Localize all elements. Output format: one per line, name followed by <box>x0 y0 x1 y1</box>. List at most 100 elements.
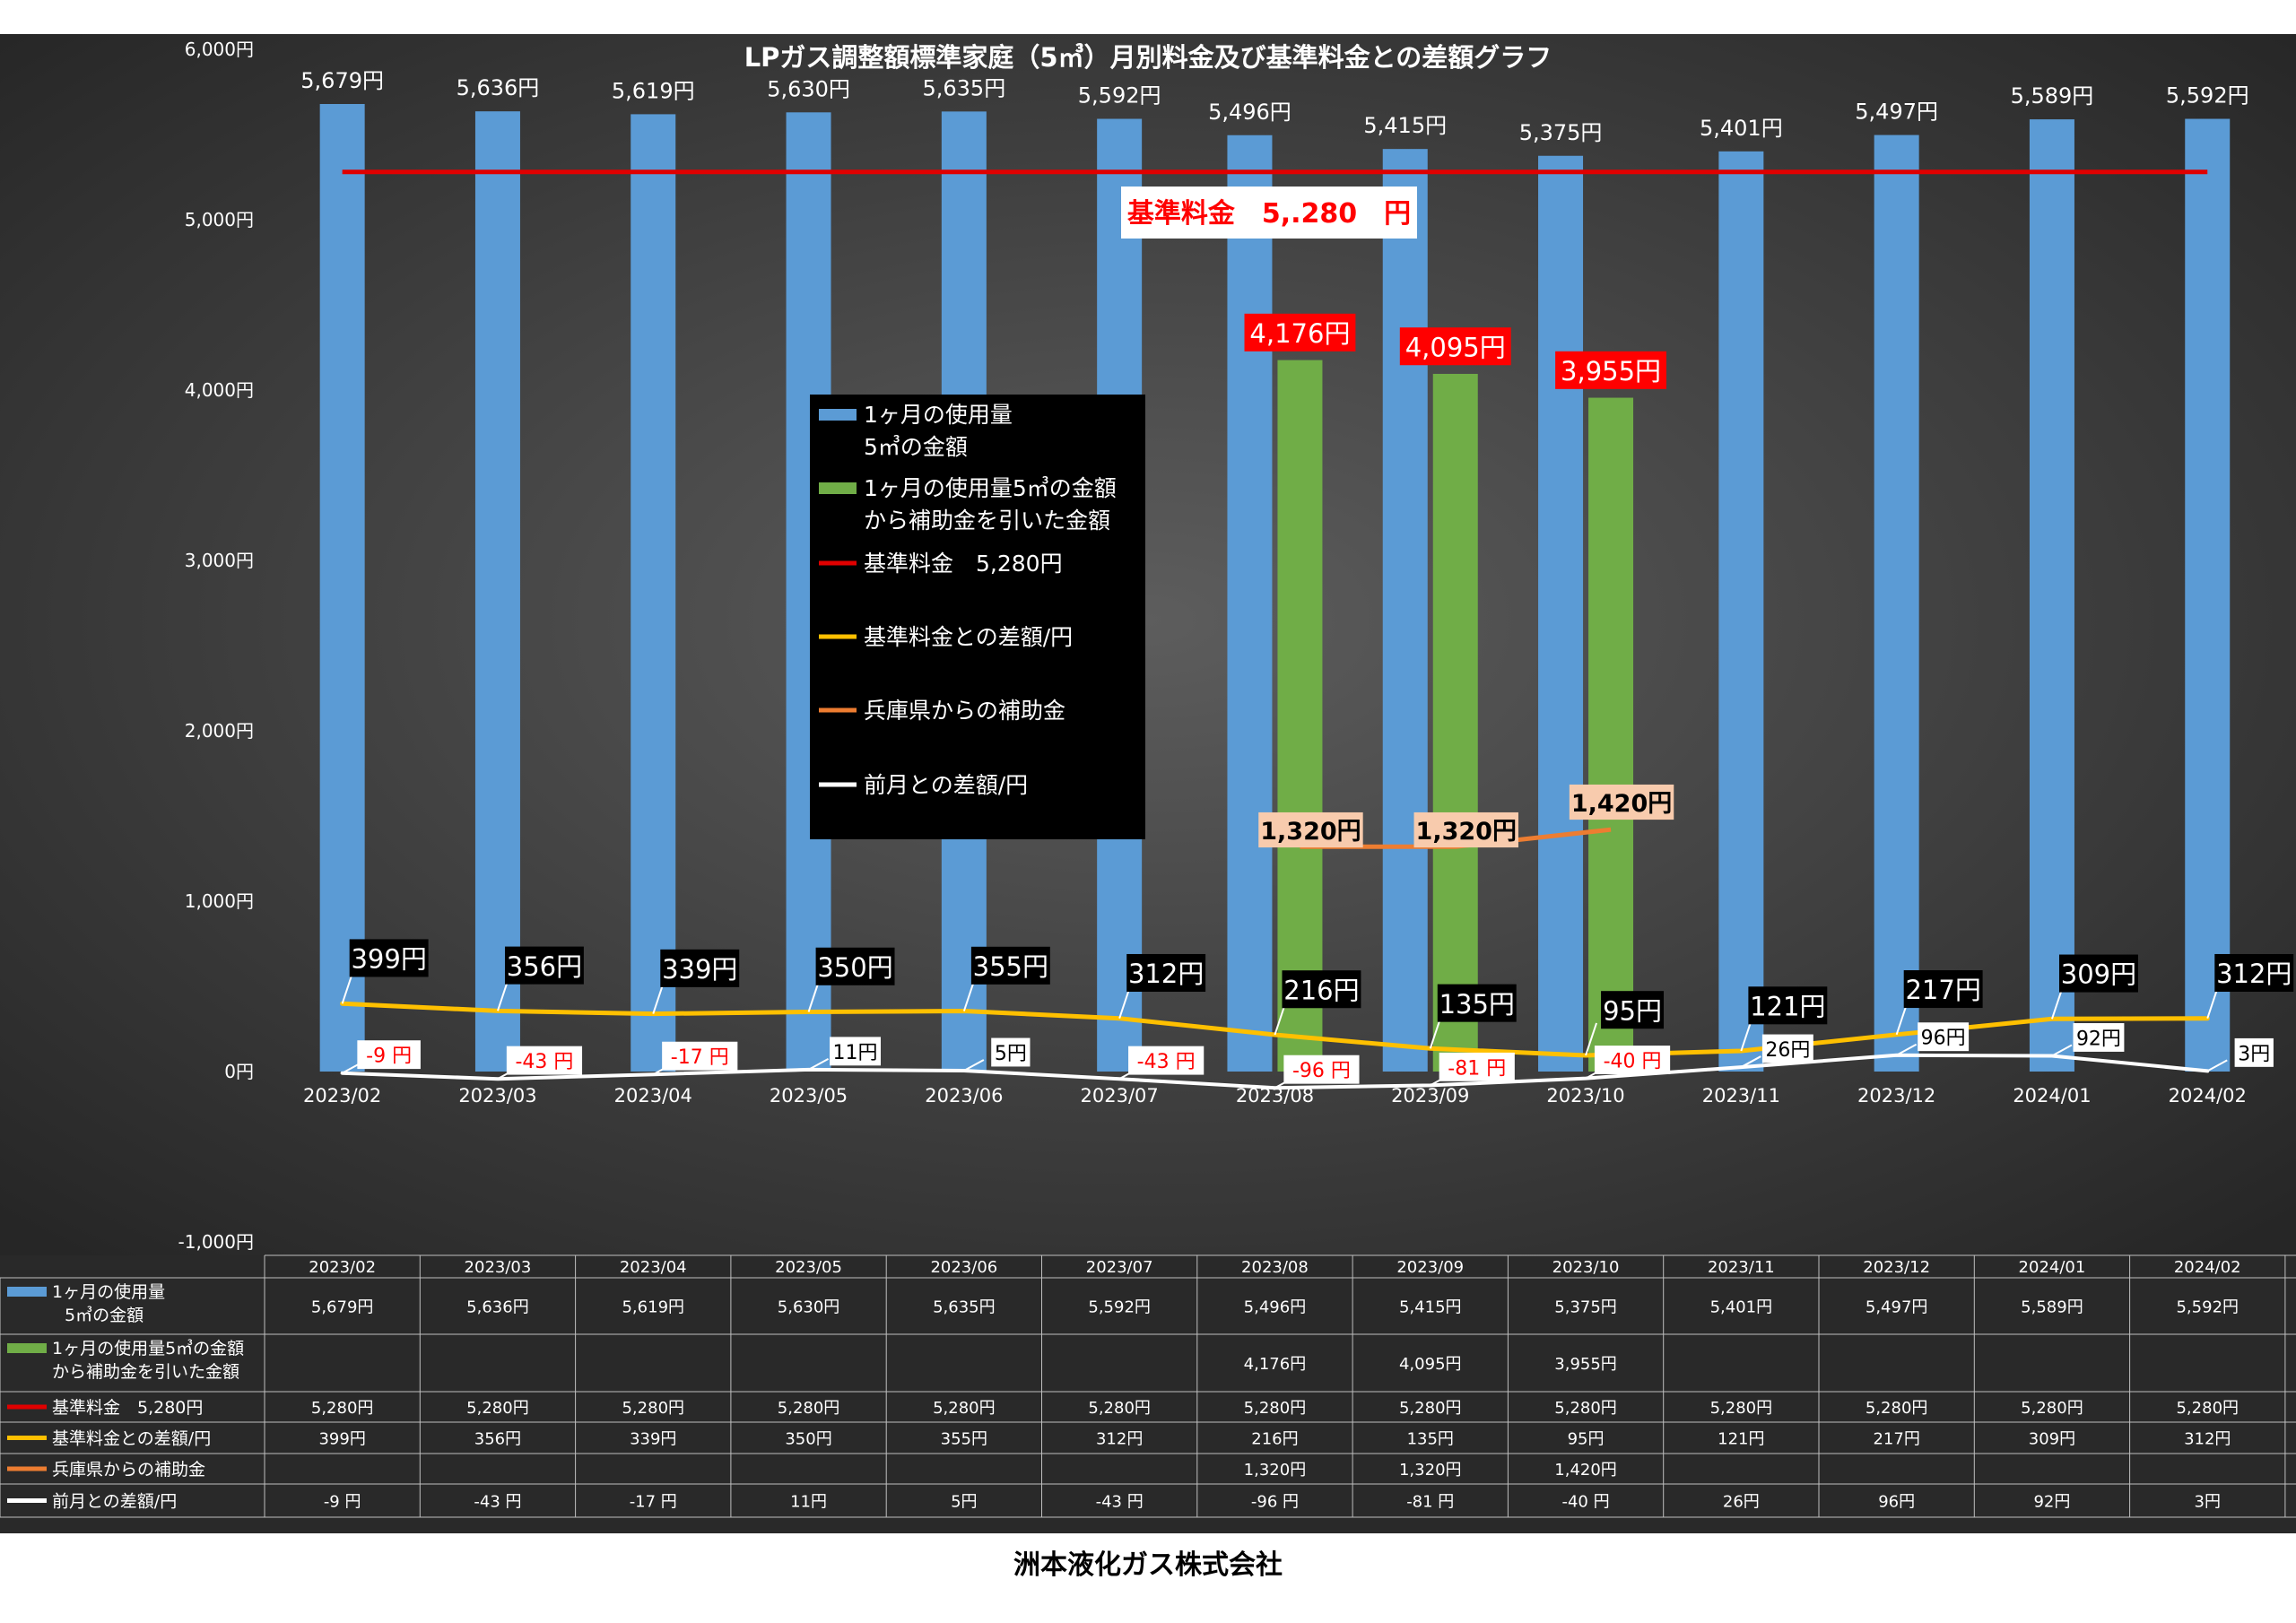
table-header-cell: 2023/04 <box>620 1258 687 1277</box>
table-cell: 26円 <box>1723 1493 1760 1512</box>
label-subsidy-group: 1,420円 <box>1569 784 1674 820</box>
label-diff-prev-bg <box>357 1040 421 1070</box>
bar-usage <box>1874 135 1919 1072</box>
label-diff-prev-group: -81 円 <box>1439 1052 1515 1081</box>
label-diff-base-group: 312円 <box>1126 953 1206 993</box>
table-cell: 399円 <box>318 1430 365 1449</box>
table-cell: 5,635円 <box>933 1298 996 1317</box>
table-header-cell: 2023/09 <box>1396 1258 1464 1277</box>
x-tick-label: 2023/10 <box>1546 1085 1624 1107</box>
table-row-label: 基準料金 5,280円 <box>52 1398 203 1418</box>
label-diff-prev-group: 3円 <box>2234 1037 2274 1067</box>
legend-label-after_subsidy: 1ヶ月の使用量5㎥の金額から補助金を引いた金額 <box>864 475 1117 534</box>
table-cell: 217円 <box>1873 1430 1919 1449</box>
table-header-cell: 2024/01 <box>2019 1258 2086 1277</box>
table-header-cell: 2023/12 <box>1863 1258 1930 1277</box>
label-diff-base-bg <box>1437 984 1517 1022</box>
table-cell: 5円 <box>951 1493 977 1512</box>
y-tick-label: 6,000円 <box>185 39 254 60</box>
label-diff-base-bg <box>1282 970 1361 1009</box>
label-diff-base-group: 350円 <box>815 947 895 985</box>
legend-swatch-after_subsidy <box>819 482 857 494</box>
table-cell: 5,280円 <box>622 1399 684 1418</box>
y-tick-label: 2,000円 <box>185 720 254 742</box>
table-cell: 5,630円 <box>778 1298 840 1317</box>
table-cell: 121円 <box>1718 1430 1764 1449</box>
x-tick-label: 2023/02 <box>303 1085 381 1107</box>
label-usage: 5,401円 <box>1700 116 1783 141</box>
label-diff-prev-bg <box>1283 1055 1360 1084</box>
table-cell: 3,955円 <box>1554 1355 1617 1374</box>
label-diff-base-bg <box>1126 953 1206 993</box>
table-cell: 355円 <box>941 1430 987 1449</box>
label-diff-prev-bg <box>1128 1046 1205 1075</box>
label-diff-prev-bg <box>1761 1034 1813 1063</box>
label-diff-prev: 5円 <box>995 1043 1027 1065</box>
table-header-cell: 2023/02 <box>309 1258 376 1277</box>
label-diff-prev: -43 円 <box>1137 1051 1196 1073</box>
label-diff-base-group: 355円 <box>970 946 1050 985</box>
label-diff-prev-group: -43 円 <box>506 1046 583 1075</box>
label-after-subsidy: 4,176円 <box>1249 318 1350 349</box>
table-cell: 5,280円 <box>1088 1399 1151 1418</box>
chart-title: LPガス調整額標準家庭（5㎥）月別料金及び基準料金との差額グラフ <box>744 42 1552 73</box>
label-diff-base: 312円 <box>2216 959 2292 989</box>
table-cell: 5,375円 <box>1554 1298 1617 1317</box>
label-diff-prev-group: -43 円 <box>1128 1046 1205 1075</box>
label-diff-prev-group: -96 円 <box>1283 1055 1360 1084</box>
label-diff-base-bg <box>815 947 895 985</box>
label-diff-prev-group: 96円 <box>1918 1022 1970 1052</box>
table-cell: 5,280円 <box>1554 1399 1617 1418</box>
x-tick-label: 2023/03 <box>458 1085 536 1107</box>
label-diff-base-bg <box>349 939 429 977</box>
label-usage: 5,592円 <box>1078 83 1161 108</box>
table-cell: 1,320円 <box>1244 1461 1307 1480</box>
label-diff-prev-group: 26円 <box>1761 1034 1813 1063</box>
table-header-cell: 2023/03 <box>465 1258 532 1277</box>
label-subsidy-bg <box>1569 784 1674 820</box>
table-cell: 5,280円 <box>1399 1399 1462 1418</box>
table-cell: 4,176円 <box>1244 1355 1307 1374</box>
label-usage: 5,679円 <box>300 68 384 93</box>
table-cell: -96 円 <box>1251 1493 1299 1512</box>
y-tick-label: 4,000円 <box>185 379 254 401</box>
label-diff-prev: 92円 <box>2076 1028 2121 1050</box>
label-usage: 5,592円 <box>2166 83 2249 108</box>
table-cell: 5,497円 <box>1866 1298 1928 1317</box>
x-tick-label: 2023/09 <box>1391 1085 1469 1107</box>
x-tick-label: 2023/04 <box>614 1085 692 1107</box>
label-after-subsidy-group: 4,176円 <box>1244 313 1356 352</box>
label-diff-prev: -40 円 <box>1604 1051 1662 1073</box>
label-diff-base-group: 216円 <box>1282 970 1361 1009</box>
bar-usage <box>474 111 520 1072</box>
company-name: 洲本液化ガス株式会社 <box>1013 1549 1283 1581</box>
label-diff-base: 355円 <box>973 951 1048 982</box>
label-diff-base-group: 95円 <box>1601 991 1665 1029</box>
table-cell: 3円 <box>2195 1493 2221 1512</box>
label-diff-base-bg <box>2058 954 2138 993</box>
table-header-cell: 2024/02 <box>2174 1258 2241 1277</box>
label-diff-prev-group: -9 円 <box>357 1040 421 1070</box>
table-cell: 5,280円 <box>311 1399 374 1418</box>
table-cell: 5,280円 <box>2021 1399 2083 1418</box>
label-diff-prev-bg <box>2073 1023 2125 1052</box>
label-diff-prev: -96 円 <box>1292 1060 1351 1082</box>
bar-usage <box>1382 149 1428 1072</box>
legend-label-diff_base: 基準料金との差額/円 <box>864 624 1073 650</box>
bar-after-subsidy <box>1277 360 1323 1072</box>
bar-usage <box>1718 151 1764 1072</box>
table-cell: 5,280円 <box>1866 1399 1928 1418</box>
label-diff-base-bg <box>504 946 584 985</box>
bars <box>319 103 2231 1072</box>
y-tick-label: 5,000円 <box>185 209 254 230</box>
label-diff-base: 356円 <box>507 951 582 982</box>
table-cell: 92円 <box>2033 1493 2070 1512</box>
x-tick-label: 2023/11 <box>1702 1085 1780 1107</box>
y-axis: 6,000円5,000円4,000円3,000円2,000円1,000円0円-1… <box>178 39 2247 1253</box>
label-diff-base-group: 399円 <box>349 939 429 977</box>
legend-box <box>810 395 1145 839</box>
leader-diff-prev <box>963 1059 985 1072</box>
legend-label-subsidy: 兵庫県からの補助金 <box>864 698 1065 724</box>
